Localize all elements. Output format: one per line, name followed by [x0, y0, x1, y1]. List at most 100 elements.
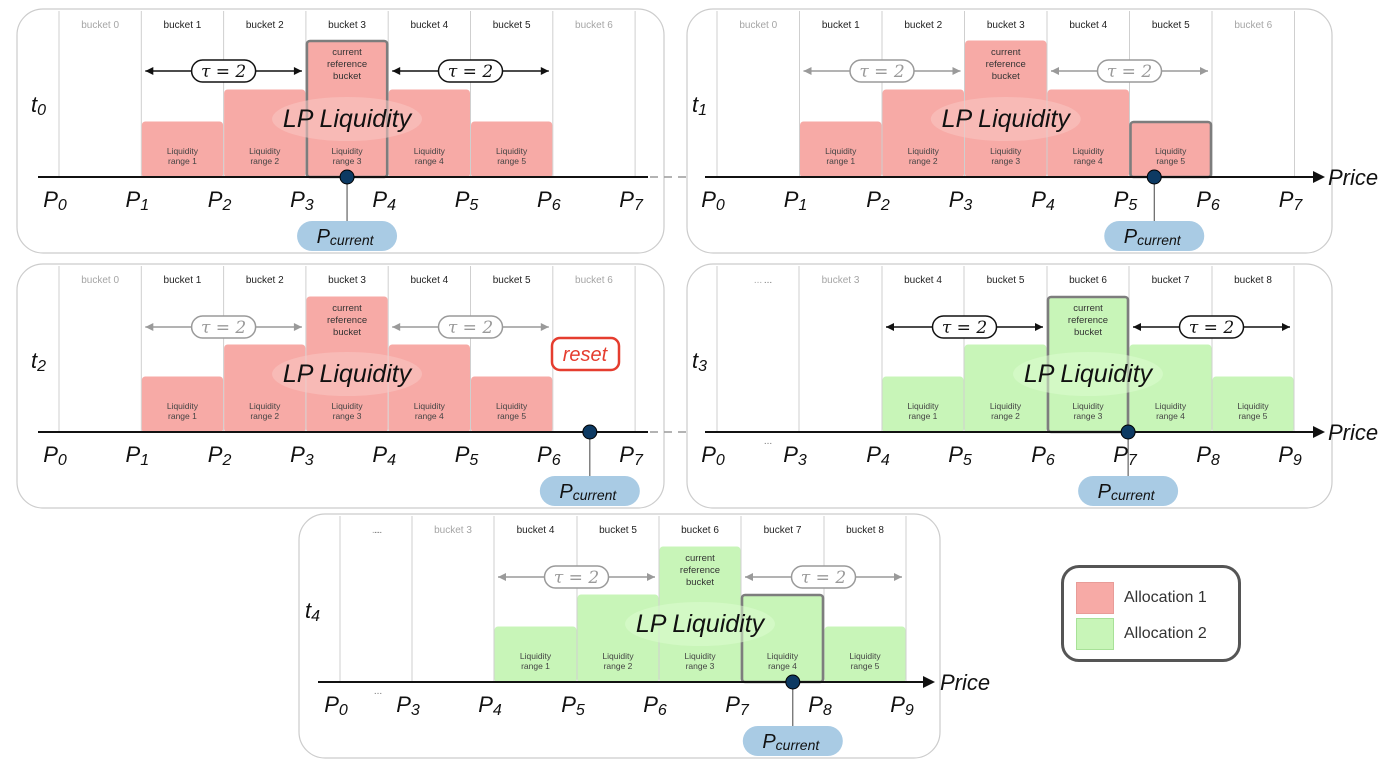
price-tick-label: P4 — [478, 692, 502, 719]
tau-label-pill — [190, 315, 257, 339]
current-price-dot — [339, 169, 355, 185]
bucket-header: bucket 3 — [822, 275, 860, 286]
tau-label: τ = 2 — [1189, 318, 1234, 338]
lp-liquidity-label: LP Liquidity — [942, 105, 1072, 133]
bucket-header: bucket 3 — [328, 275, 366, 286]
lp-liquidity-label: LP Liquidity — [283, 360, 413, 388]
tau-label-pill — [1096, 59, 1163, 83]
bucket-header: bucket 4 — [1069, 20, 1107, 31]
tau-label-pill — [543, 565, 610, 589]
bar-label: range 5 — [1239, 411, 1268, 421]
bar-label: range 2 — [250, 156, 279, 166]
bar-label: Liquidity — [849, 651, 881, 661]
bar-label: Liquidity — [990, 146, 1022, 156]
time-label: t4 — [305, 598, 320, 625]
bar-label: Liquidity — [414, 146, 446, 156]
reset-label: reset — [563, 344, 609, 366]
legend: Allocation 1 Allocation 2 — [1061, 565, 1241, 662]
bucket-header: bucket 8 — [846, 525, 884, 536]
time-label: t1 — [692, 92, 707, 119]
price-tick-label: P5 — [455, 442, 479, 469]
bucket-header: bucket 3 — [434, 525, 472, 536]
price-axis-label: Price — [1328, 420, 1378, 445]
legend-label-allocation-2: Allocation 2 — [1124, 625, 1207, 642]
bar-label: Liquidity — [602, 651, 634, 661]
bar-label: Liquidity — [167, 401, 199, 411]
price-ellipsis: ... — [374, 686, 382, 697]
price-tick-label: P9 — [890, 692, 914, 719]
bar-label: range 3 — [1074, 411, 1103, 421]
price-tick-label: P0 — [43, 187, 67, 214]
glow — [272, 97, 423, 141]
price-tick-label: P5 — [455, 187, 479, 214]
bar-label: range 2 — [604, 661, 633, 671]
price-tick-label: P4 — [866, 442, 890, 469]
bar-label: Liquidity — [414, 401, 446, 411]
reference-label: reference — [680, 565, 720, 576]
lp-liquidity-label: LP Liquidity — [1024, 360, 1154, 388]
bar-label: range 1 — [909, 411, 938, 421]
time-label: t0 — [31, 92, 46, 119]
axis-arrowhead — [1313, 171, 1325, 183]
bucket-header: bucket 1 — [164, 275, 202, 286]
bucket-header: bucket 2 — [904, 20, 942, 31]
bar-label: range 1 — [521, 661, 550, 671]
price-tick-label: P4 — [372, 442, 396, 469]
price-tick-label: P1 — [784, 187, 808, 214]
axis-arrowhead — [1313, 426, 1325, 438]
tau-arrowhead — [145, 67, 154, 75]
price-ellipsis: ... — [764, 436, 772, 447]
bucket-header: bucket 0 — [739, 20, 777, 31]
price-tick-label: P3 — [290, 187, 314, 214]
bar-label: range 4 — [768, 661, 797, 671]
bar-label: Liquidity — [1155, 146, 1187, 156]
bucket-header: bucket 8 — [1234, 275, 1272, 286]
price-tick-label: P0 — [701, 187, 725, 214]
tau-arrowhead — [745, 573, 753, 581]
legend-item-allocation-2: Allocation 2 — [1076, 618, 1207, 650]
tau-label-pill — [849, 59, 915, 83]
bucket-header: bucket 0 — [81, 275, 119, 286]
tau-label: τ = 2 — [448, 62, 493, 82]
tau-arrowhead — [894, 573, 902, 581]
tau-arrowhead — [498, 573, 506, 581]
bar-label: range 1 — [826, 156, 855, 166]
bar-label: Liquidity — [1073, 146, 1105, 156]
header-ellipsis: ... — [764, 275, 772, 286]
price-tick-label: P5 — [1114, 187, 1138, 214]
current-price-dot — [785, 674, 801, 690]
bucket-header: bucket 5 — [1152, 20, 1190, 31]
reference-label: reference — [327, 59, 367, 70]
tau-arrowhead — [803, 67, 812, 75]
reference-label: bucket — [333, 71, 361, 82]
tau-arrowhead — [1200, 67, 1208, 75]
price-tick-label: P4 — [1031, 187, 1055, 214]
tau-label: τ = 2 — [942, 318, 987, 338]
reference-label: current — [991, 47, 1021, 58]
bar-label: range 3 — [333, 156, 362, 166]
p-current-label: Pcurrent — [762, 731, 820, 753]
bucket-header: bucket 4 — [904, 275, 942, 286]
reset-badge — [550, 336, 621, 372]
tau-label: τ = 2 — [554, 568, 599, 588]
bar-label: range 2 — [909, 156, 938, 166]
bar-label: Liquidity — [249, 401, 281, 411]
bar-label: range 4 — [1074, 156, 1103, 166]
bar-label: Liquidity — [331, 146, 363, 156]
bar-label: Liquidity — [496, 401, 528, 411]
tau-arrowhead — [293, 67, 302, 75]
price-tick-label: P3 — [949, 187, 973, 214]
price-axis-label: Price — [940, 670, 990, 695]
price-tick-label: P7 — [725, 692, 750, 719]
reference-label: current — [332, 47, 362, 58]
tau-arrowhead — [540, 323, 549, 331]
p-current-label: Pcurrent — [1098, 481, 1156, 503]
time-label: t2 — [31, 348, 46, 375]
tau-label-pill — [1178, 315, 1245, 339]
price-tick-label: P0 — [324, 692, 348, 719]
tau-arrowhead — [145, 323, 154, 331]
price-tick-label: P2 — [208, 442, 232, 469]
